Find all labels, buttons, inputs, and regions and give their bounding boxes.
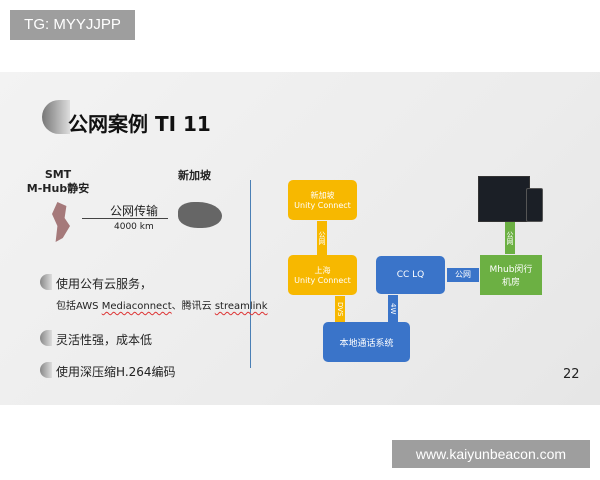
sub-text: Mediaconnect <box>101 301 172 312</box>
sub-text: streamlink <box>214 301 268 312</box>
site-line: SMT <box>44 168 72 181</box>
singapore-map-shape <box>178 202 222 228</box>
box-line: 上海 <box>314 266 331 275</box>
box-line: 机房 <box>501 278 520 288</box>
bullet-2: 灵活性强，成本低 <box>56 333 153 347</box>
box-line: 新加坡 <box>310 191 335 200</box>
bullet-icon <box>40 330 52 346</box>
title-decoration <box>42 100 70 134</box>
arrow-local-cc: 4W <box>388 295 398 322</box>
box-line: CC LQ <box>396 270 425 280</box>
sub-text: 、腾讯云 <box>171 301 215 312</box>
arrow-cc-mhub: 公网 <box>447 268 479 282</box>
tablet-screenshot-image <box>478 176 530 222</box>
bullet-icon <box>40 362 52 378</box>
watermark-label: www.kaiyunbeacon.com <box>392 440 590 468</box>
left-site-label: SMT M-Hub静安 <box>26 168 90 196</box>
arrow-sh-local: DVS <box>335 296 345 322</box>
page-number: 22 <box>563 367 580 382</box>
local-call-system-box: 本地通话系统 <box>323 322 410 362</box>
site-line: M-Hub静安 <box>26 182 90 195</box>
box-line: Mhub闵行 <box>489 265 533 275</box>
box-line: 本地通话系统 <box>339 338 394 349</box>
mhub-box: Mhub闵行机房 <box>480 255 542 295</box>
link-line <box>82 218 168 219</box>
slide-title: 公网案例 TI 11 <box>68 112 211 136</box>
divider <box>250 180 251 368</box>
arrow-mhub-device: 公网 <box>505 222 515 254</box>
bullet-1: 使用公有云服务， <box>56 277 153 291</box>
bullet-icon <box>40 274 52 290</box>
slide: 公网案例 TI 11 SMT M-Hub静安 新加坡 公网传输 4000 km … <box>0 72 600 405</box>
shanghai-map-shape <box>52 202 70 242</box>
cc-lq-box: CC LQ <box>376 256 445 294</box>
sub-text: 包括AWS <box>56 301 102 312</box>
bullet-3: 使用深压缩H.264编码 <box>56 365 176 379</box>
phone-screenshot-image <box>526 188 543 222</box>
box-line: Unity Connect <box>294 276 351 285</box>
link-label: 公网传输 <box>110 204 159 218</box>
arrow-sg-sh: 公网 <box>317 221 327 255</box>
right-site-label: 新加坡 <box>178 169 211 182</box>
tg-label: TG: MYYJJPP <box>10 10 135 40</box>
distance: 4000 km <box>114 222 154 232</box>
bullet-1-sub: 包括AWS Mediaconnect、腾讯云 streamlink <box>56 297 268 312</box>
box-line: Unity Connect <box>294 201 351 210</box>
